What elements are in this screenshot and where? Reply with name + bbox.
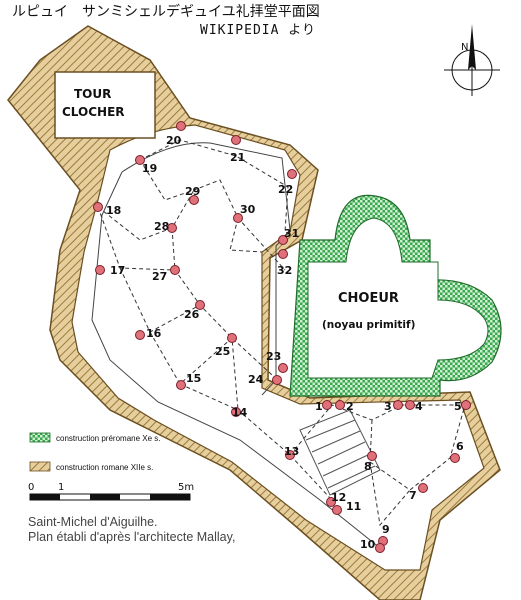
pillar-number: 11 — [346, 500, 361, 513]
pillar-number: 10 — [360, 538, 376, 551]
pillar-number: 2 — [346, 400, 354, 413]
pillar-30: 30 — [233, 203, 256, 223]
pillar-19: 19 — [135, 155, 157, 175]
pillar-24: 24 — [248, 373, 282, 386]
pillar-12: 12 — [326, 491, 346, 507]
pillar-number: 31 — [284, 227, 299, 240]
scale-1: 1 — [58, 482, 64, 493]
tower-label-line2: CLOCHER — [62, 105, 125, 119]
pillar-14: 14 — [231, 406, 248, 419]
pillar-number: 20 — [166, 134, 182, 147]
legend-swatch-romane — [29, 461, 51, 472]
pillar-number: 12 — [331, 491, 346, 504]
pillar-number: 1 — [315, 400, 323, 413]
pillar-number: 9 — [382, 523, 390, 536]
pillars-layer: 1 2 3 4 5 6 7 8 9 10 11 12 13 14 15 16 1… — [93, 121, 471, 553]
pillar-number: 14 — [232, 406, 248, 419]
scale-bar: 0 1 5m — [28, 482, 194, 501]
pillar-2: 2 — [335, 400, 354, 413]
pillar-number: 6 — [456, 440, 464, 453]
pillar-27: 27 — [152, 265, 180, 283]
pillar-29: 29 — [185, 185, 200, 205]
caption-line1: Saint-Michel d'Aiguilhe. — [28, 515, 158, 529]
entrance-stairs — [299, 409, 381, 496]
pillar-number: 19 — [142, 162, 157, 175]
scale-5m: 5m — [178, 482, 194, 493]
pillar-15: 15 — [176, 372, 201, 390]
pillar-10: 10 — [360, 538, 385, 553]
pillar-number: 21 — [230, 151, 245, 164]
pillar-number: 16 — [146, 327, 162, 340]
legend-romane: construction romane XIIe s. — [56, 463, 153, 472]
pillar-5: 5 — [454, 400, 471, 413]
tower-label-line1: TOUR — [74, 87, 111, 101]
pillar-22: 22 — [278, 169, 297, 196]
pillar-number: 4 — [415, 400, 423, 413]
pillar-26: 26 — [184, 300, 205, 321]
pillar-8: 8 — [364, 451, 377, 473]
legend-swatch-preromane — [29, 432, 51, 443]
pillar-number: 23 — [266, 350, 281, 363]
pillar-number: 18 — [106, 204, 121, 217]
pillar-number: 5 — [454, 400, 462, 413]
pillar-6: 6 — [450, 440, 464, 463]
pillar-3: 3 — [384, 400, 403, 413]
pillar-1: 1 — [315, 400, 332, 413]
pillar-number: 7 — [409, 489, 417, 502]
legend-preromane: construction préromane Xe s. — [56, 434, 161, 443]
pillar-number: 25 — [215, 345, 230, 358]
pillar-number: 29 — [185, 185, 200, 198]
pillar-21: 21 — [230, 135, 245, 164]
scale-0: 0 — [28, 482, 34, 493]
pillar-number: 28 — [154, 220, 169, 233]
pillar-7: 7 — [409, 483, 428, 502]
plan-title-jp: ルピュイ サンミシェルデギュイユ礼拝堂平面図 — [12, 3, 320, 20]
choir-label: CHOEUR — [338, 291, 399, 306]
choir-sublabel: (noyau primitif) — [322, 319, 415, 331]
pillar-23: 23 — [266, 350, 288, 373]
pillar-number: 24 — [248, 373, 264, 386]
pillar-number: 15 — [186, 372, 201, 385]
pillar-32: 32 — [277, 249, 292, 277]
pillar-number: 8 — [364, 460, 372, 473]
pillar-number: 26 — [184, 308, 200, 321]
north-arrow-icon: N — [444, 24, 500, 96]
pillar-17: 17 — [95, 264, 125, 277]
pillar-number: 13 — [284, 445, 299, 458]
caption-line2: Plan établi d'après l'architecte Mallay, — [28, 530, 235, 544]
vault-lines — [97, 139, 466, 527]
pillar-number: 3 — [384, 400, 392, 413]
bell-tower: TOUR CLOCHER — [54, 71, 156, 139]
pillar-31: 31 — [278, 227, 299, 245]
pillar-number: 22 — [278, 183, 293, 196]
choir-preromane: CHOEUR (noyau primitif) — [289, 194, 502, 397]
pillar-4: 4 — [405, 400, 423, 413]
north-label: N — [461, 42, 468, 53]
legend: construction préromane Xe s. constructio… — [29, 432, 161, 472]
pillar-number: 27 — [152, 270, 167, 283]
pillar-number: 30 — [240, 203, 256, 216]
pillar-25: 25 — [215, 333, 237, 358]
pillar-13: 13 — [284, 445, 299, 460]
pillar-18: 18 — [93, 202, 121, 217]
pillar-20: 20 — [166, 121, 186, 147]
pillar-number: 17 — [110, 264, 125, 277]
pillar-28: 28 — [154, 220, 177, 233]
pillar-number: 32 — [277, 264, 292, 277]
pillar-16: 16 — [135, 327, 162, 340]
pillar-11: 11 — [332, 500, 361, 515]
plan-source: WIKIPEDIA より — [200, 23, 316, 38]
